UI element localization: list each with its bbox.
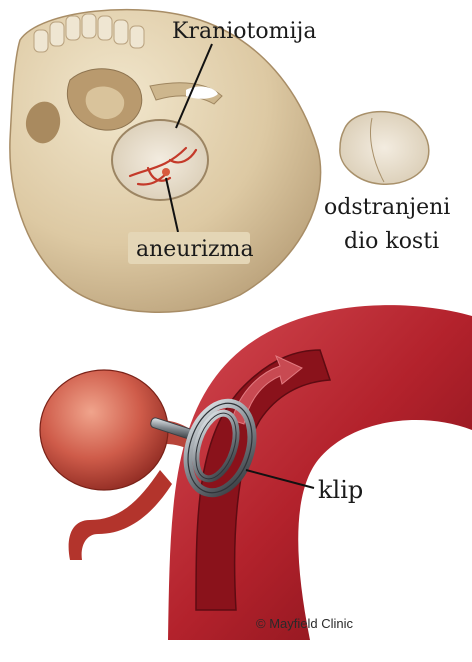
removed-bone-flap (340, 112, 429, 185)
aneurysm-small (162, 168, 170, 176)
aneurysm-sac (40, 370, 168, 490)
label-clip: klip (318, 476, 363, 504)
label-craniotomy: Kraniotomija (172, 19, 316, 44)
skull (10, 10, 321, 313)
label-removed-bone-2: dio kosti (344, 229, 439, 254)
label-removed-bone-1: odstranjeni (324, 195, 450, 220)
craniotomy-window (112, 120, 208, 200)
credit-text: © Mayfield Clinic (256, 616, 353, 631)
label-aneurysm: aneurizma (136, 237, 254, 262)
